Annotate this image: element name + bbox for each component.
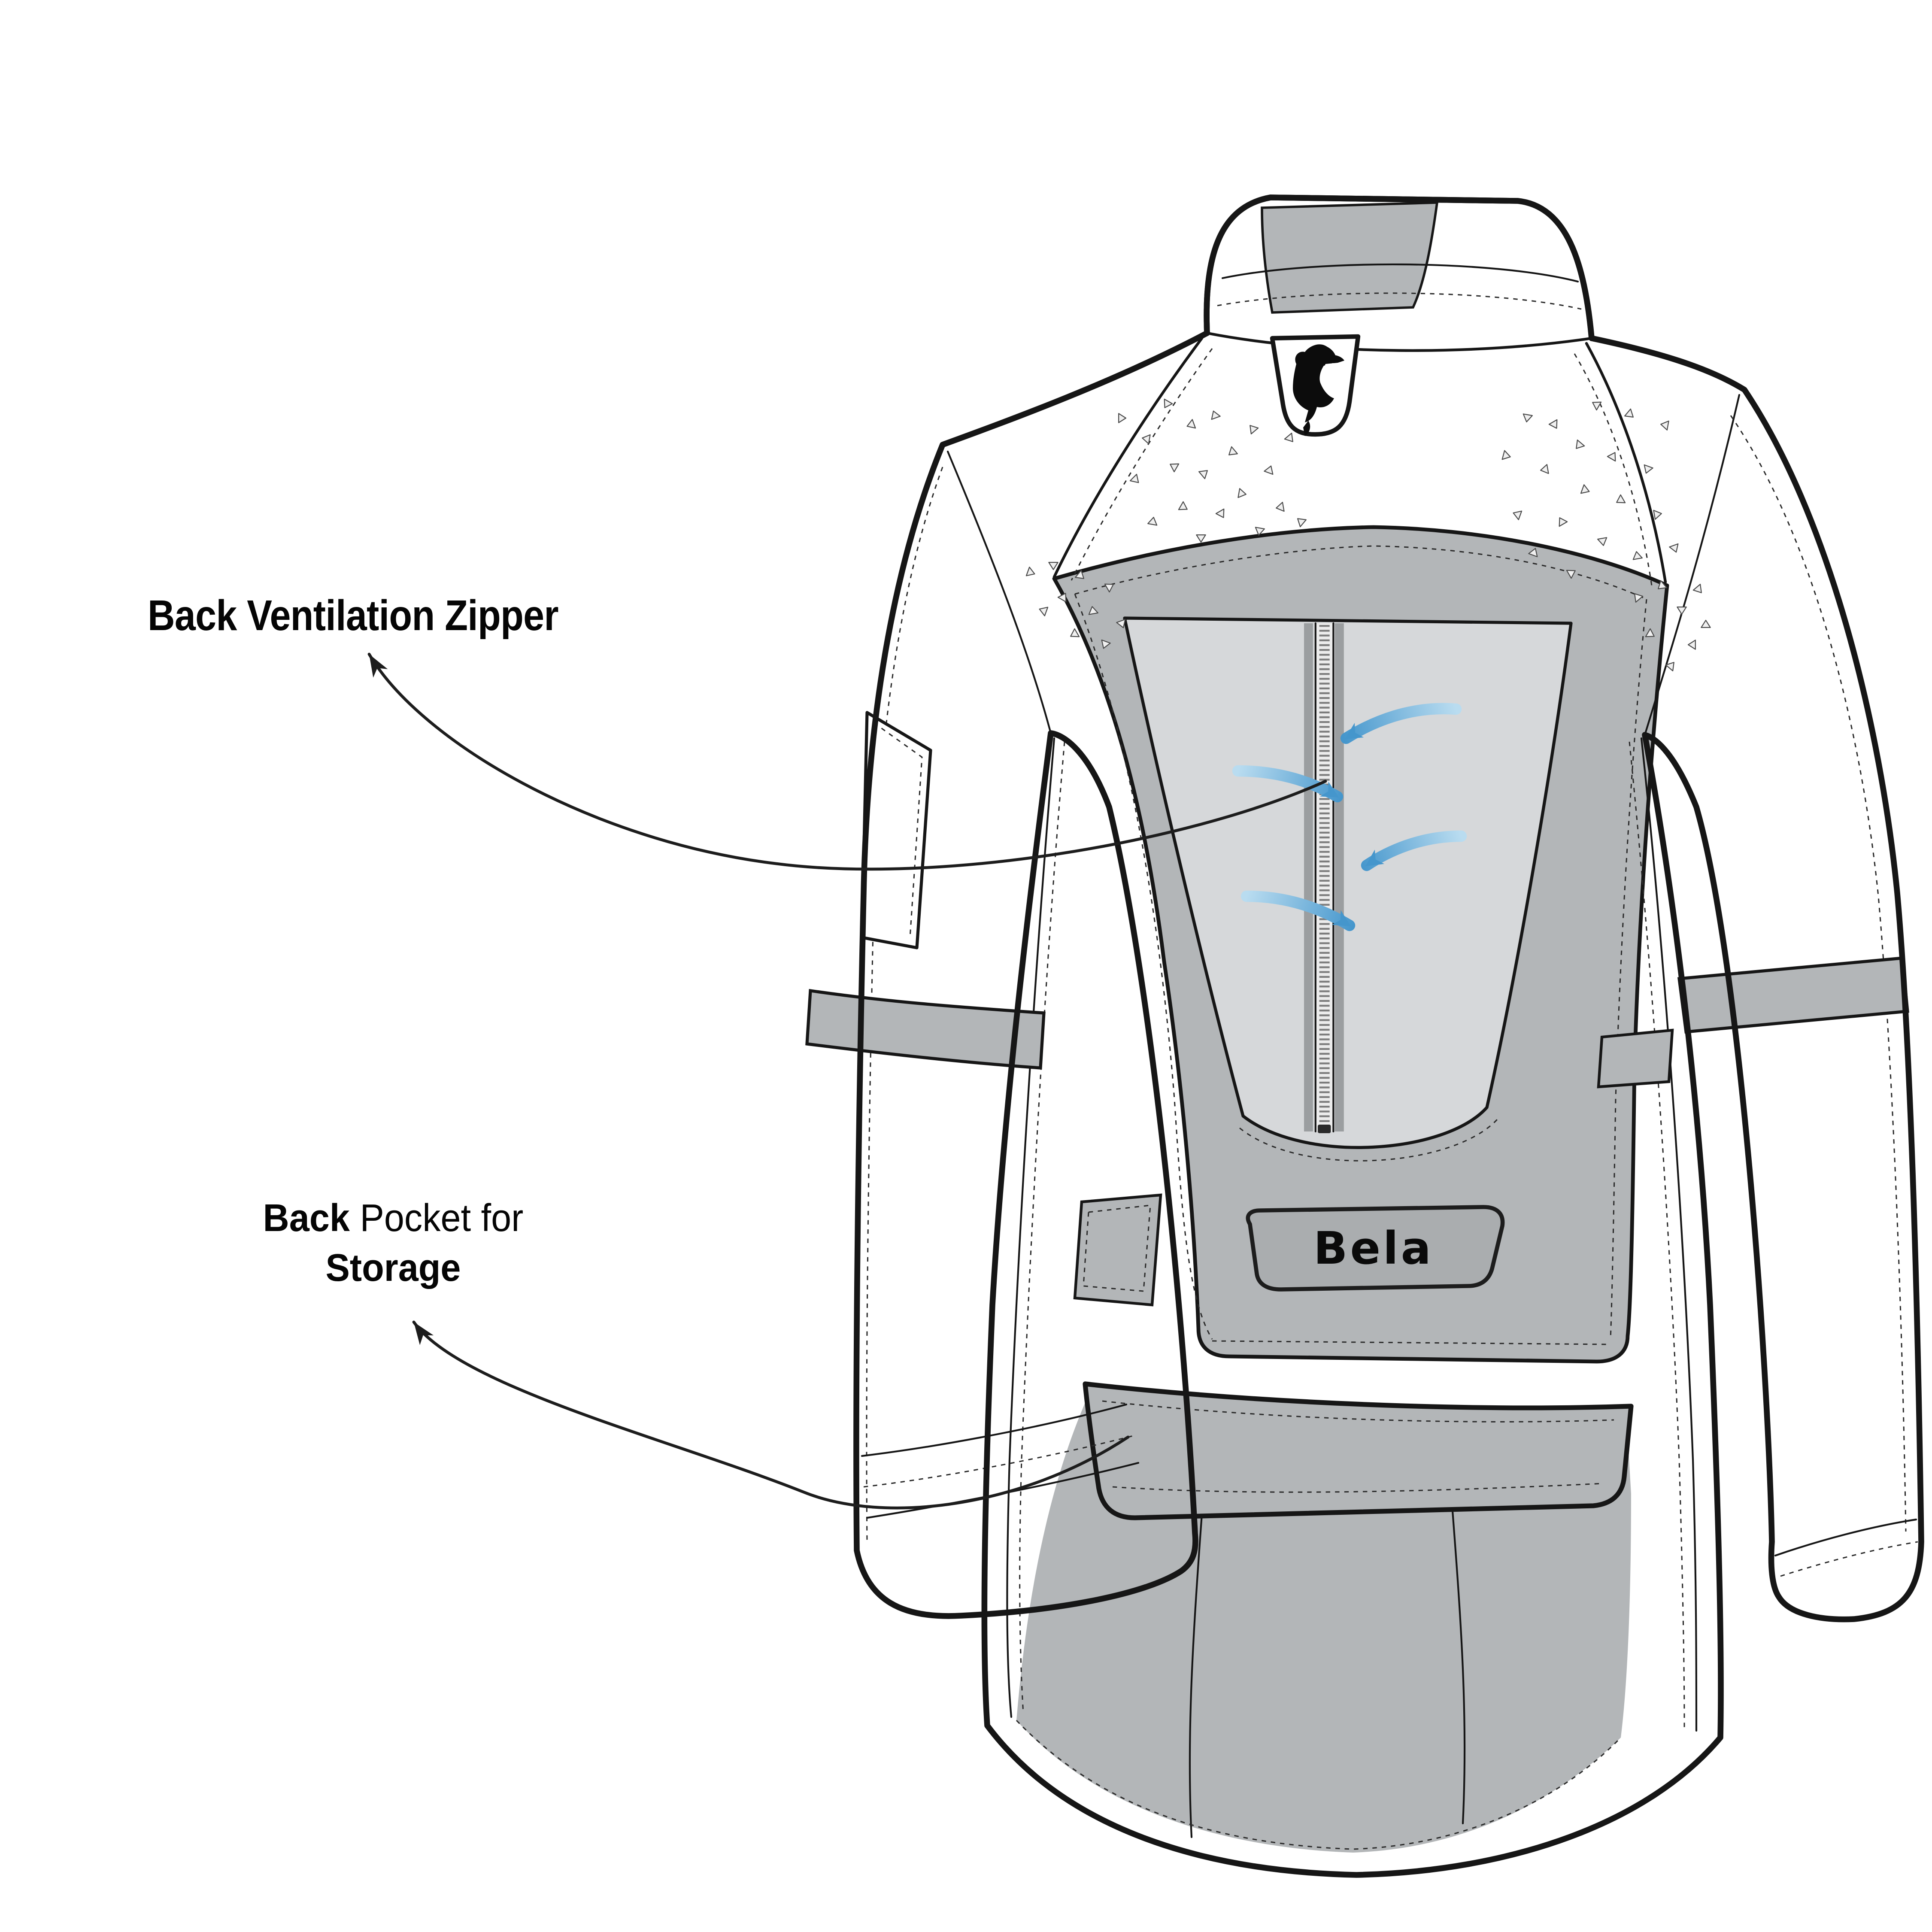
right-cuff: [1774, 1518, 1918, 1577]
airflow-arrow-3: [1361, 830, 1467, 871]
side-adjuster-strap: [1073, 1193, 1162, 1307]
vent-panel: [1123, 616, 1573, 1162]
airflow-arrow-1: [1340, 703, 1462, 744]
bela-patch-text: Bela: [1313, 1222, 1434, 1274]
label-back-pocket-storage: Back Pocket for Storage: [214, 1195, 573, 1294]
collar-hanger-tab: [1270, 334, 1361, 437]
airflow-arrow-4: [1240, 890, 1356, 931]
airflow-arrows: [1232, 703, 1467, 931]
label-pocket-regular: Pocket for: [349, 1197, 524, 1240]
label-pocket-line1: Back Pocket for: [214, 1195, 573, 1244]
ventilation-callout-arrow: [367, 652, 1327, 871]
collar-insert: [1261, 201, 1439, 314]
lower-back-section: [1016, 1381, 1634, 1853]
brand-animal-logo: [1293, 344, 1344, 436]
ventilation-zipper: [1304, 622, 1344, 1133]
jacket-outline: [853, 194, 1924, 1878]
label-pocket-bold: Back: [263, 1197, 350, 1240]
zipper-bottom-stop: [1318, 1125, 1331, 1133]
pocket-callout-arrow: [412, 1320, 1130, 1510]
bela-patch: Bela: [1246, 1205, 1505, 1292]
label-back-ventilation-zipper: Back Ventilation Zipper: [148, 592, 559, 640]
left-elbow-band: [805, 989, 1046, 1070]
right-sleeve-strap: [1597, 1028, 1674, 1089]
label-pocket-line2: Storage: [325, 1246, 461, 1289]
storage-pocket-flap: [1083, 1381, 1634, 1520]
airflow-arrow-2: [1232, 765, 1344, 803]
